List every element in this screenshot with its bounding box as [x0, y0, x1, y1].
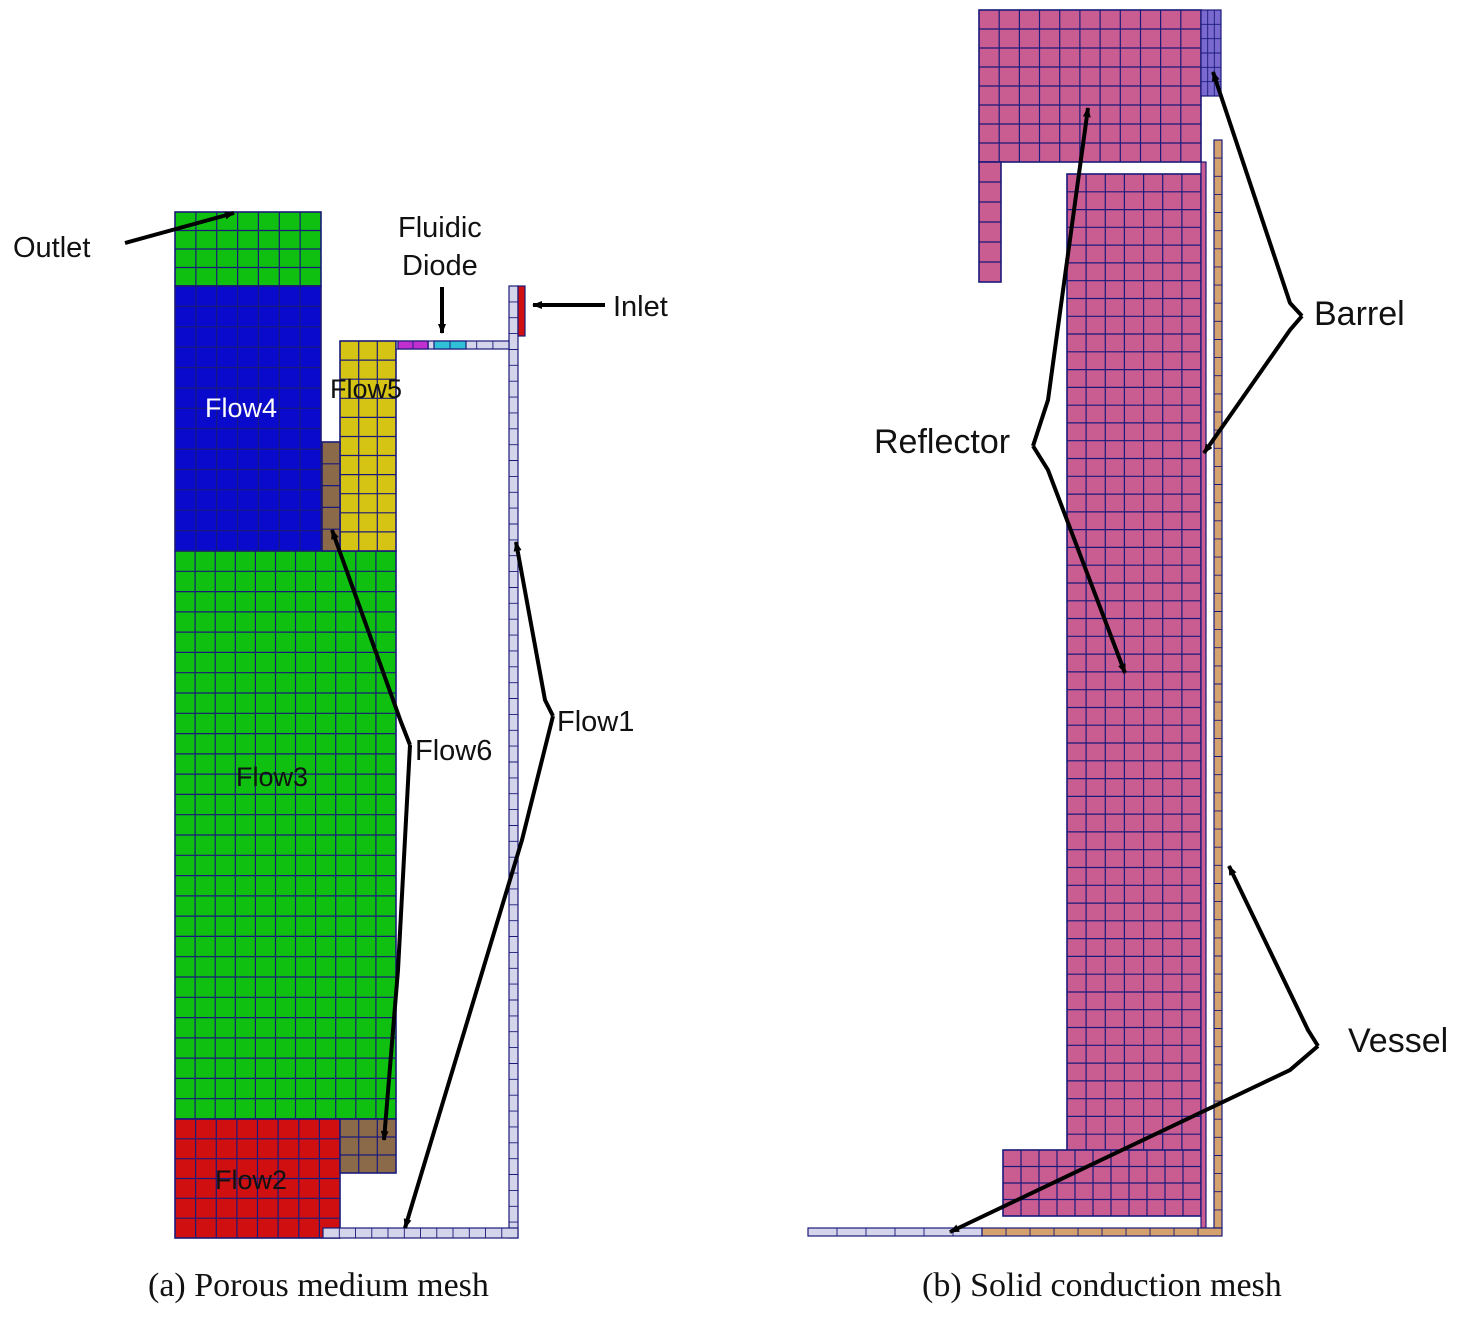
- reflector-arrow-upper: [1031, 107, 1091, 447]
- vessel-column: [1213, 139, 1223, 1229]
- vessel-arrow-lower: [949, 1044, 1320, 1234]
- caption-a: (a) Porous medium mesh: [148, 1267, 489, 1304]
- vessel-bottom-plate-tan: [981, 1227, 1223, 1237]
- reflector-main-column: [1066, 173, 1202, 1153]
- barrel-arrow-upper: [1211, 71, 1304, 318]
- fluidic-diode-label-line2: Diode: [402, 250, 478, 282]
- diode-segment-cyan: [433, 340, 467, 350]
- porous-mesh-grid: [174, 211, 526, 1239]
- barrel-arrow-lower: [1202, 314, 1304, 455]
- flow6-label: Flow6: [415, 735, 492, 767]
- reflector-left-tab: [978, 161, 1002, 283]
- flow5-label: Flow5: [330, 374, 402, 404]
- flow6-upper-block: [321, 441, 341, 552]
- inlet-block: [517, 285, 526, 337]
- flow1-bottom-channel: [322, 1227, 519, 1239]
- outlet-label: Outlet: [13, 232, 90, 264]
- reflector-top-block: [978, 9, 1202, 163]
- flow4-block: [174, 285, 322, 552]
- flow5-block: [339, 340, 397, 552]
- solid-conduction-mesh-panel: Reflector Barrel Vessel: [807, 9, 1448, 1237]
- flow6-lower-block: [339, 1118, 397, 1174]
- reflector-label: Reflector: [874, 423, 1010, 461]
- reflector-arrow-lower: [1031, 444, 1127, 674]
- flow1-downcomer: [508, 285, 519, 1239]
- inlet-label: Inlet: [613, 291, 668, 323]
- outlet-arrow: [124, 211, 235, 245]
- flow2-label: Flow2: [215, 1165, 287, 1195]
- flow3-block: [174, 550, 397, 1120]
- fluidic-diode-label-line1: Fluidic: [398, 212, 482, 244]
- solid-mesh-grid: [807, 9, 1223, 1237]
- flow6-arrow-lower: [380, 744, 412, 1141]
- flow1-arrow-upper: [513, 541, 555, 717]
- flow1-label: Flow1: [557, 706, 634, 738]
- vessel-arrow-upper: [1227, 865, 1320, 1048]
- barrel-label: Barrel: [1314, 295, 1405, 333]
- flow6-arrow-upper: [330, 529, 412, 746]
- flow4-label: Flow4: [205, 393, 277, 423]
- caption-b: (b) Solid conduction mesh: [922, 1267, 1282, 1304]
- flow1-arrow-lower: [403, 715, 555, 1229]
- barrel-column: [1200, 161, 1207, 1229]
- porous-medium-mesh-panel: Flow4 Flow5 Flow3 Flow2 Outlet Fluidic D…: [13, 211, 668, 1239]
- diode-segment-magenta: [397, 340, 429, 350]
- vessel-label: Vessel: [1348, 1022, 1448, 1060]
- flow3-label: Flow3: [236, 762, 308, 792]
- flow2-block: [174, 1118, 341, 1239]
